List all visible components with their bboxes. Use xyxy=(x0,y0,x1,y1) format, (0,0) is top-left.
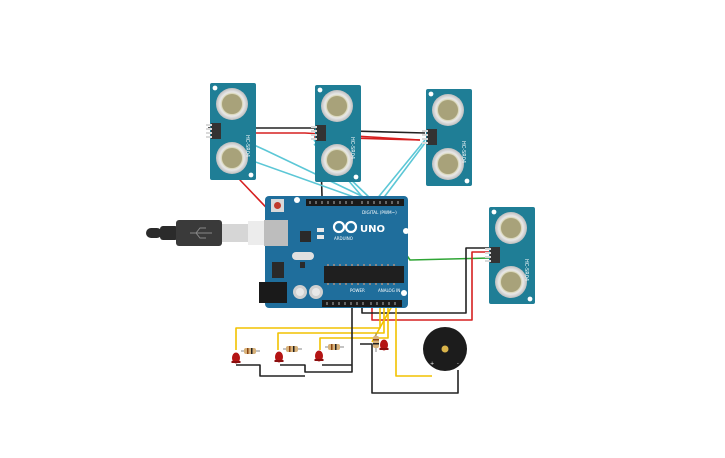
power-jack xyxy=(259,282,287,303)
arduino-logo xyxy=(332,220,358,234)
resistor[interactable] xyxy=(373,333,379,352)
buzzer-minus: - xyxy=(457,361,459,367)
ultrasonic-sensor-4[interactable]: HC-SR04 xyxy=(485,207,535,304)
led[interactable] xyxy=(231,352,241,364)
analog-label: ANALOG IN xyxy=(378,288,400,293)
ultrasonic-sensor-2[interactable]: HC-SR04 xyxy=(311,85,361,182)
usb-icon xyxy=(190,227,212,239)
digital-header-label: DIGITAL (PWM~) xyxy=(362,210,397,215)
wire-black xyxy=(361,247,490,314)
sensor-label: HC-SR04 xyxy=(244,135,250,157)
wire-yellow xyxy=(395,306,432,377)
digital-header xyxy=(306,199,404,206)
sensor-label: HC-SR04 xyxy=(460,141,466,163)
sensor-label: HC-SR04 xyxy=(349,137,355,159)
wire-cyan xyxy=(375,139,426,201)
wire-cyan xyxy=(381,142,426,201)
wire-yellow xyxy=(235,306,381,350)
wire-black xyxy=(280,306,353,373)
led[interactable] xyxy=(379,339,389,351)
arduino-model: UNO xyxy=(360,224,385,235)
led-group xyxy=(231,333,389,364)
atmega-chip xyxy=(324,266,404,283)
arduino-brand: ARDUINO xyxy=(334,236,353,241)
sensor-label: HC-SR04 xyxy=(523,259,529,281)
piezo-buzzer[interactable]: + - xyxy=(423,327,467,371)
led[interactable] xyxy=(274,351,284,363)
power-label: POWER xyxy=(350,288,365,293)
wire-black xyxy=(236,364,305,377)
usb-cable[interactable] xyxy=(146,220,268,246)
wire-red xyxy=(371,251,490,321)
arduino-uno[interactable]: DIGITAL (PWM~) ARDUINO UNO xyxy=(259,196,409,308)
resistor[interactable] xyxy=(325,344,344,350)
ultrasonic-sensor-1[interactable]: HC-SR04 xyxy=(206,83,256,180)
resistor[interactable] xyxy=(283,346,302,352)
led[interactable] xyxy=(314,350,324,362)
resistor[interactable] xyxy=(241,348,260,354)
buzzer-plus: + xyxy=(430,361,434,367)
ultrasonic-sensor-3[interactable]: HC-SR04 xyxy=(422,89,472,186)
wire-black xyxy=(360,343,459,394)
wire-yellow xyxy=(319,306,389,350)
